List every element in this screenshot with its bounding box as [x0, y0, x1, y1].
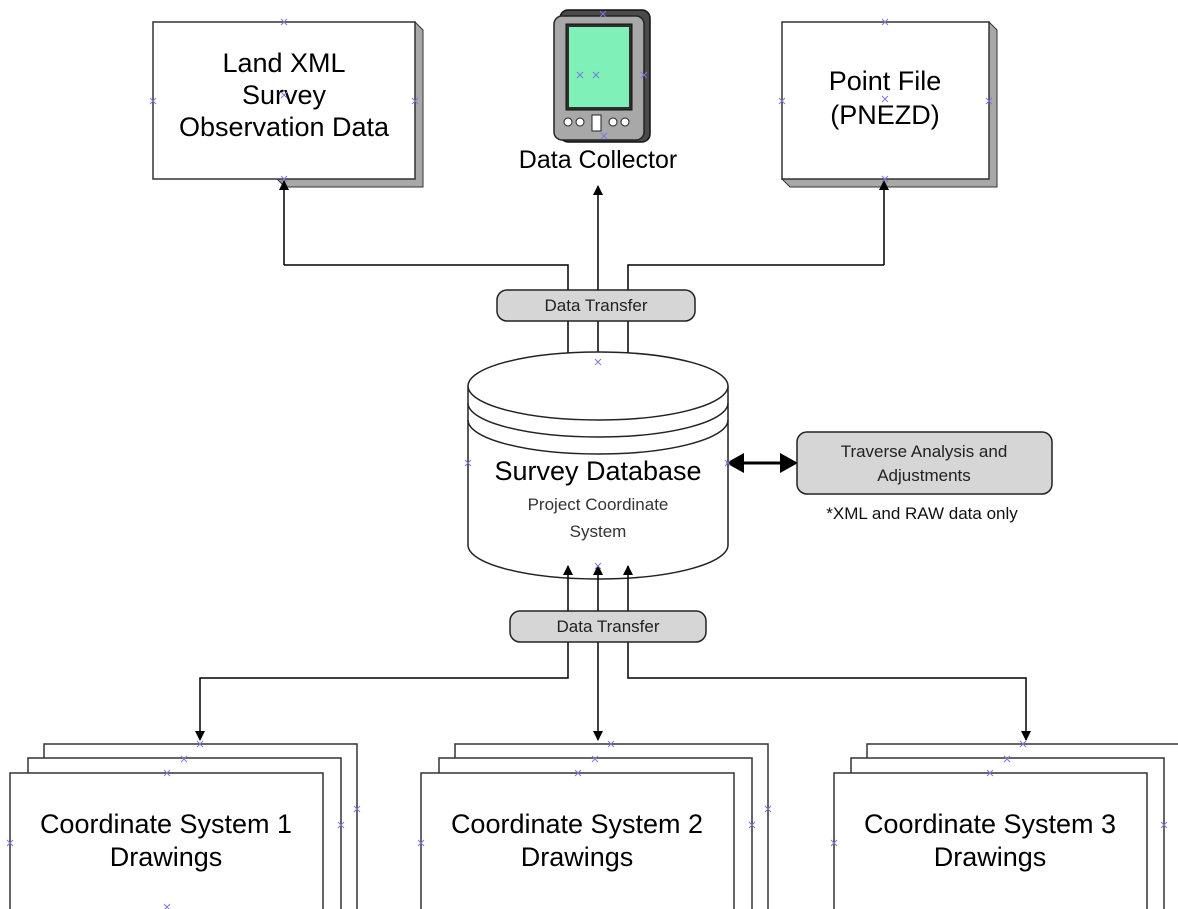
survey-database-title: Survey Database [494, 456, 701, 486]
data-transfer-top-label: Data Transfer [545, 296, 648, 315]
drawing-stack-3[interactable]: Coordinate System 3 Drawings [833, 743, 1178, 909]
point-file-line2: (PNEZD) [830, 100, 940, 130]
cs3-line2: Drawings [934, 842, 1047, 872]
bottom-connectors [195, 565, 1031, 741]
cs2-line2: Drawings [521, 842, 634, 872]
handheld-device-icon [553, 9, 651, 143]
selection-handles [6, 10, 1168, 909]
cs1-line2: Drawings [110, 842, 223, 872]
data-transfer-bottom-label: Data Transfer [557, 617, 660, 636]
arrow-to-cs3 [627, 642, 1031, 741]
arrow-to-cs1 [195, 642, 569, 741]
database-traverse-link [726, 453, 798, 473]
survey-database[interactable]: Survey Database Project Coordinate Syste… [467, 351, 729, 580]
land-xml-line3: Observation Data [179, 112, 390, 142]
cs1-line1: Coordinate System 1 [40, 809, 292, 839]
database-cylinder-icon [467, 351, 729, 580]
drawing-stack-2[interactable]: Coordinate System 2 Drawings [420, 743, 769, 909]
data-transfer-bottom[interactable]: Data Transfer [509, 610, 707, 643]
data-collector[interactable]: Data Collector [519, 9, 677, 174]
device-screen [569, 27, 629, 107]
top-connectors [279, 180, 889, 363]
data-collector-label: Data Collector [519, 146, 677, 174]
traverse-line1: Traverse Analysis and [841, 442, 1008, 461]
drawing-stack-1[interactable]: Coordinate System 1 Drawings [9, 743, 358, 909]
land-xml-box[interactable]: Land XML Survey Observation Data [152, 20, 424, 188]
survey-database-sub2: System [570, 522, 627, 541]
cs2-line1: Coordinate System 2 [451, 809, 703, 839]
point-file-line1: Point File [829, 66, 942, 96]
traverse-analysis-box[interactable]: Traverse Analysis and Adjustments [796, 431, 1053, 495]
traverse-line2: Adjustments [877, 466, 971, 485]
survey-database-sub1: Project Coordinate [528, 495, 669, 514]
traverse-note: *XML and RAW data only [826, 504, 1018, 523]
land-xml-line1: Land XML [222, 48, 345, 78]
cs3-line1: Coordinate System 3 [864, 809, 1116, 839]
data-transfer-top[interactable]: Data Transfer [496, 289, 696, 322]
point-file-box[interactable]: Point File (PNEZD) [780, 20, 998, 188]
